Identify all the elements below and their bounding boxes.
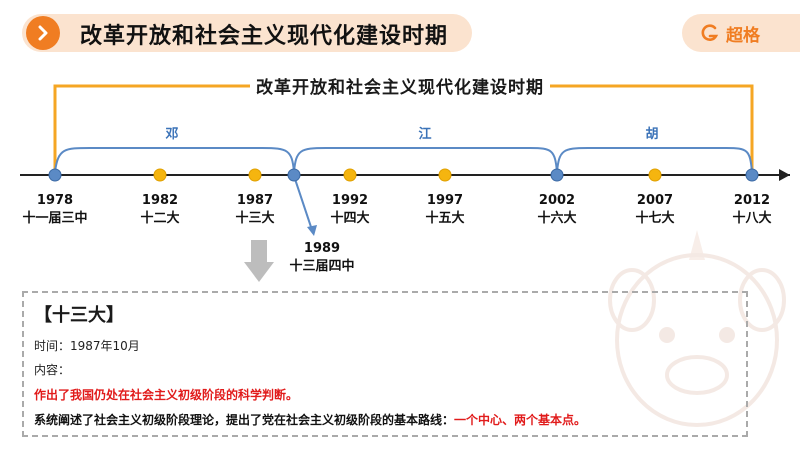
timeline-node-label-1992: 1992 十四大 [330, 192, 369, 228]
detail-time: 时间：1987年10月 [34, 339, 140, 353]
brand-name: 超格 [726, 25, 760, 46]
node-year: 1997 [426, 193, 464, 208]
leader-arc-hu [556, 147, 753, 173]
leader-arc-deng [54, 147, 295, 173]
timeline-graphic [20, 84, 790, 282]
timeline-node-label-1978: 1978 十一届三中 [22, 192, 87, 228]
timeline-node-label-1982: 1982 十二大 [140, 192, 179, 228]
title-pill [22, 14, 472, 52]
detail-panel: 【十三大】 时间：1987年10月 内容： 作出了我国仍处在社会主义初级阶段的科… [22, 291, 748, 437]
timeline-node-2002 [550, 168, 564, 182]
node-event: 十三大 [235, 211, 275, 226]
timeline-node-label-2012: 2012 十八大 [732, 192, 771, 228]
detail-content-label: 内容： [34, 363, 71, 377]
node-event: 十五大 [425, 211, 465, 226]
node-event: 十六大 [537, 211, 577, 226]
node-year: 1982 [141, 193, 179, 208]
node-year: 1978 [36, 193, 74, 208]
timeline-node-1997 [438, 168, 452, 182]
header-bar: 改革开放和社会主义现代化建设时期 超格 [0, 0, 800, 64]
leader-arc-jiang [293, 147, 558, 173]
detail-heading: 【十三大】 [34, 305, 124, 326]
node-year: 1989 [303, 241, 341, 256]
timeline-node-label-1987: 1987 十三大 [235, 192, 274, 228]
node-year: 2002 [538, 193, 576, 208]
detail-point-2-text: 系统阐述了社会主义初级阶段理论，提出了党在社会主义初级阶段的基本路线： [34, 413, 455, 427]
down-arrow-shaft [251, 240, 267, 262]
branch-arrow-line [293, 175, 313, 231]
node-year: 2007 [636, 193, 674, 208]
node-event: 十二大 [140, 211, 180, 226]
detail-point-1: 作出了我国仍处在社会主义初级阶段的科学判断。 [34, 388, 299, 402]
node-event: 十三届四中 [289, 259, 355, 274]
timeline-node-1992 [343, 168, 357, 182]
timeline-node-label-1989: 1989 十三届四中 [289, 240, 354, 276]
bracket-title: 改革开放和社会主义现代化建设时期 [250, 73, 550, 98]
leader-label-jiang: 江 [418, 127, 432, 142]
node-year: 1987 [236, 193, 274, 208]
detail-point-2-highlight: 一个中心、两个基本点。 [454, 413, 587, 427]
timeline-node-1987 [248, 168, 262, 182]
node-year: 2012 [733, 193, 771, 208]
brand-logo-icon [701, 24, 719, 41]
node-event: 十四大 [330, 211, 370, 226]
branch-arrowhead [307, 225, 317, 236]
down-arrow-icon [244, 262, 274, 282]
timeline-node-label-2002: 2002 十六大 [537, 192, 576, 228]
leader-label-hu: 胡 [645, 127, 659, 142]
timeline-node-2007 [648, 168, 662, 182]
timeline-node-1982 [153, 168, 167, 182]
timeline-node-label-1997: 1997 十五大 [425, 192, 464, 228]
brand-badge: 超格 [682, 14, 800, 52]
chevron-right-icon [26, 16, 60, 50]
page-title: 改革开放和社会主义现代化建设时期 [80, 24, 449, 49]
node-event: 十七大 [635, 211, 675, 226]
node-event: 十一届三中 [22, 211, 88, 226]
timeline-node-2012 [745, 168, 759, 182]
timeline-node-1989 [287, 168, 301, 182]
axis-arrowhead [779, 169, 790, 181]
detail-point-2: 系统阐述了社会主义初级阶段理论，提出了党在社会主义初级阶段的基本路线：一个中心、… [34, 411, 586, 428]
node-year: 1992 [331, 193, 369, 208]
timeline-node-1978 [48, 168, 62, 182]
timeline-node-label-2007: 2007 十七大 [635, 192, 674, 228]
leader-label-deng: 邓 [165, 127, 179, 142]
node-event: 十八大 [732, 211, 772, 226]
mascot-watermark [608, 230, 786, 427]
